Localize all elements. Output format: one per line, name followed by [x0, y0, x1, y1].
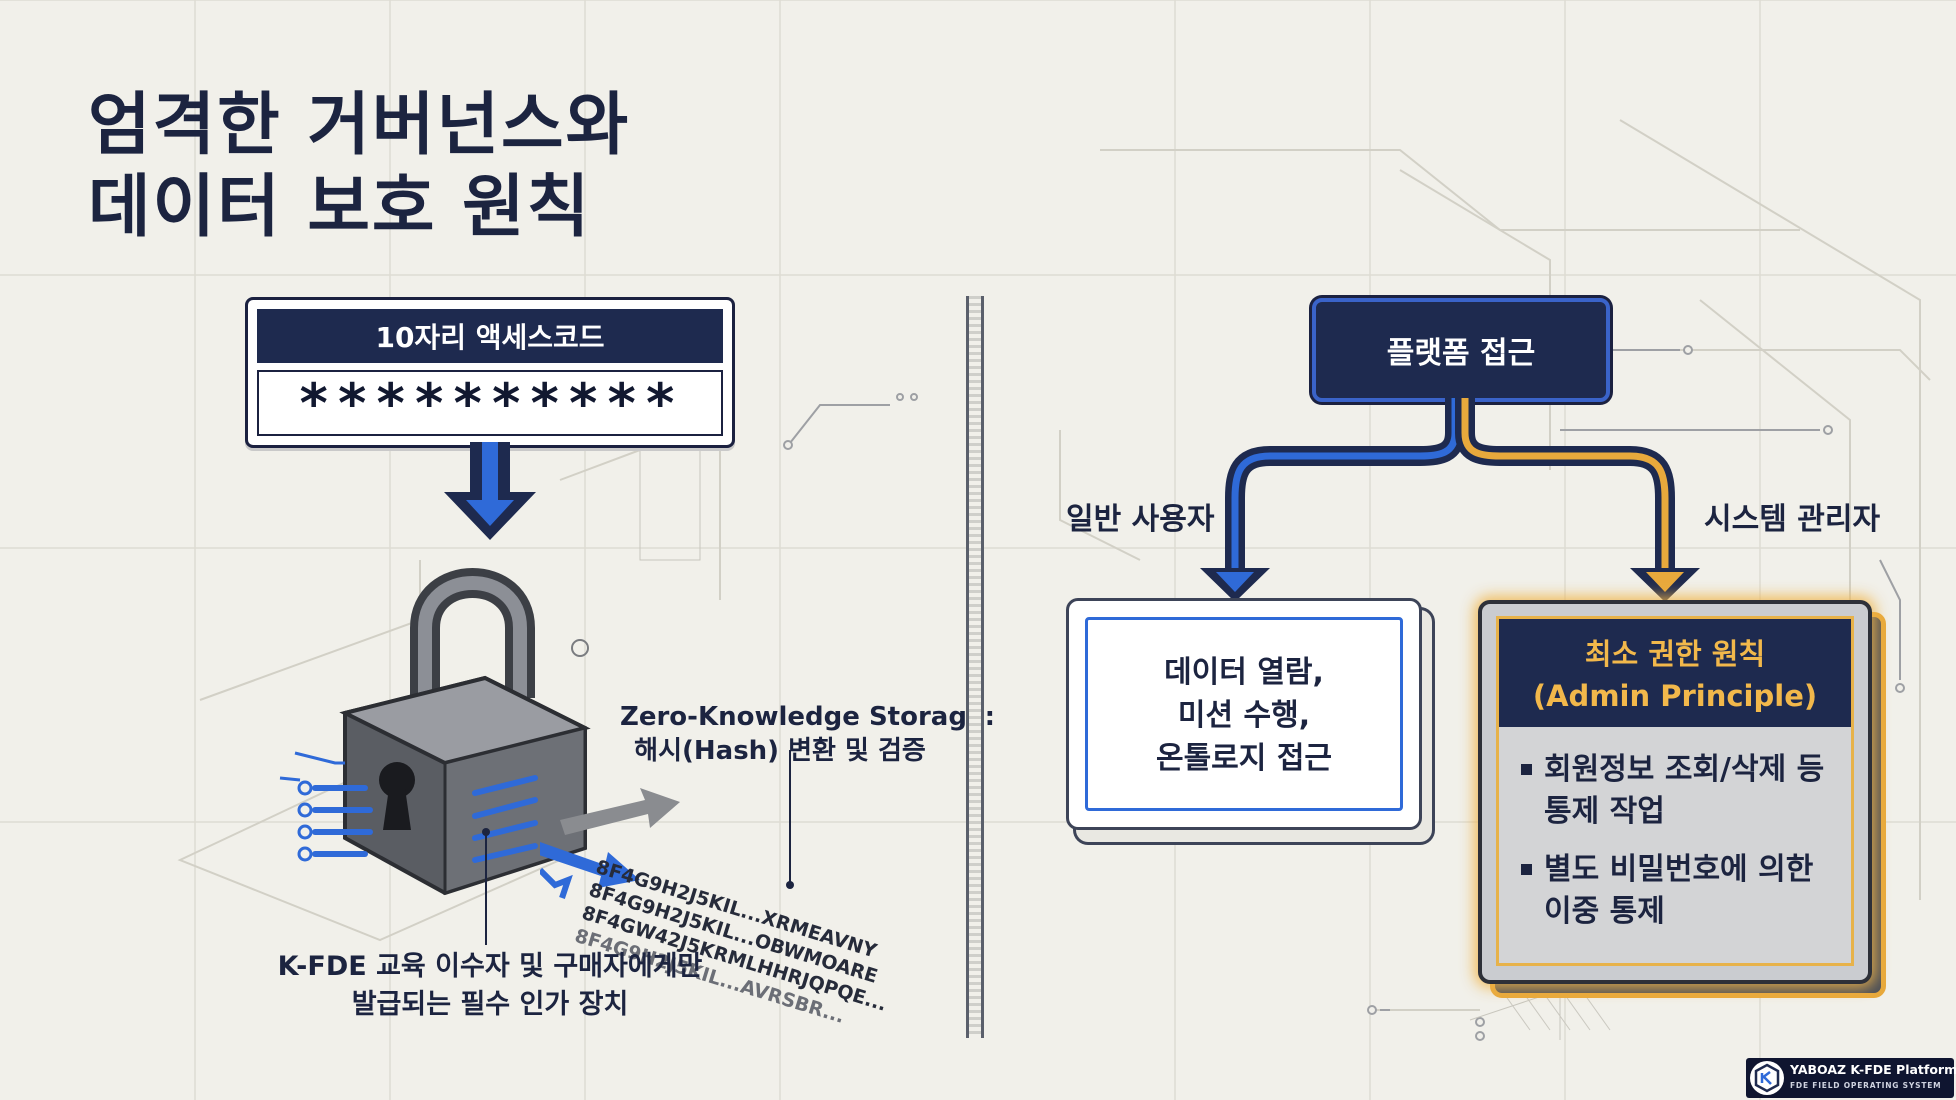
- admin-rule-line: 별도 비밀번호에 의한: [1544, 852, 1814, 887]
- admin-rule-item: 회원정보 조회/삭제 등 통제 작업: [1521, 749, 1841, 833]
- callout-lines: [482, 750, 794, 945]
- down-arrow-icon: [444, 442, 536, 540]
- user-permission-item: 데이터 열람,: [1164, 655, 1324, 690]
- brand-subtitle: FDE FIELD OPERATING SYSTEM: [1790, 1081, 1942, 1090]
- user-permission-item: 온톨로지 접근: [1155, 741, 1333, 776]
- bullet-icon: [1521, 764, 1532, 775]
- zk-title: Zero-Knowledge Storage:: [620, 702, 995, 732]
- access-code-label: 10자리 액세스코드: [257, 309, 723, 363]
- brand-name: YABOAZ K-FDE Platform: [1790, 1062, 1956, 1077]
- branch-label-user: 일반 사용자: [1066, 502, 1215, 537]
- hash-flow-arrows: [540, 788, 680, 899]
- admin-rules-list: 회원정보 조회/삭제 등 통제 작업 별도 비밀번호에 의한 이중 통제: [1521, 749, 1841, 949]
- zk-subtitle: 해시(Hash) 변환 및 검증: [634, 736, 926, 766]
- platform-access-label: 플랫폼 접근: [1386, 336, 1536, 371]
- admin-rule-line: 회원정보 조회/삭제 등: [1544, 752, 1825, 787]
- branch-label-admin: 시스템 관리자: [1704, 502, 1881, 537]
- brand-badge: YABOAZ K-FDE Platform FDE FIELD OPERATIN…: [1746, 1058, 1956, 1098]
- branch-arrows: [1200, 398, 1700, 602]
- user-card-frame: [1085, 617, 1403, 811]
- caption-line2: 발급되는 필수 인가 장치: [351, 989, 629, 1020]
- page-title-line1: 엄격한 거버넌스와: [88, 86, 631, 165]
- admin-title-en: (Admin Principle): [1532, 679, 1818, 713]
- admin-principle-header: 최소 권한 원칙 (Admin Principle): [1499, 619, 1851, 727]
- access-code-caption: K-FDE 교육 이수자 및 구매자에게만 발급되는 필수 인가 장치: [220, 948, 760, 1024]
- platform-access-box: 플랫폼 접근: [1312, 298, 1610, 402]
- caption-line1: K-FDE 교육 이수자 및 구매자에게만: [277, 951, 703, 982]
- access-code-mask: **********: [257, 370, 723, 436]
- user-permissions-card: 데이터 열람, 미션 수행, 온톨로지 접근: [1066, 598, 1422, 830]
- page-title-line2: 데이터 보호 원칙: [88, 168, 592, 247]
- user-permissions-text: 데이터 열람, 미션 수행, 온톨로지 접근: [1069, 651, 1419, 780]
- admin-title-ko: 최소 권한 원칙: [1584, 637, 1766, 671]
- admin-rule-item: 별도 비밀번호에 의한 이중 통제: [1521, 849, 1841, 933]
- user-permission-item: 미션 수행,: [1177, 698, 1311, 733]
- admin-rule-line: 이중 통제: [1544, 894, 1665, 929]
- admin-principle-card: 최소 권한 원칙 (Admin Principle) 회원정보 조회/삭제 등 …: [1478, 600, 1872, 984]
- section-divider: [966, 296, 984, 1038]
- brand-logo-icon: [1750, 1061, 1784, 1095]
- admin-rule-line: 통제 작업: [1544, 794, 1665, 829]
- bullet-icon: [1521, 864, 1532, 875]
- access-code-box: 10자리 액세스코드 **********: [245, 297, 735, 448]
- zero-knowledge-label: Zero-Knowledge Storage: 해시(Hash) 변환 및 검증: [620, 700, 995, 768]
